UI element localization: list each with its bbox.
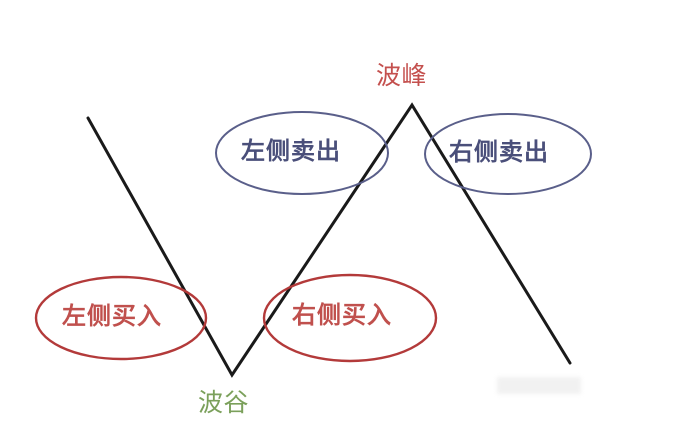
annotation-label-buy-left: 左侧买入 — [62, 302, 162, 330]
price-zigzag-line — [86, 102, 572, 378]
annotation-ellipse-buy-left — [34, 275, 208, 361]
annotation-label-sell-right: 右侧卖出 — [449, 138, 549, 166]
annotation-label-sell-left: 左侧卖出 — [241, 137, 341, 165]
trough-label: 波谷 — [198, 388, 250, 417]
annotation-ellipse-sell-right — [424, 113, 592, 195]
annotation-ellipse-sell-left — [215, 111, 389, 195]
peak-label: 波峰 — [376, 61, 428, 90]
watermark-block — [497, 377, 581, 394]
annotation-ellipse-buy-right — [262, 273, 438, 363]
annotation-label-buy-right: 右侧买入 — [292, 301, 392, 329]
